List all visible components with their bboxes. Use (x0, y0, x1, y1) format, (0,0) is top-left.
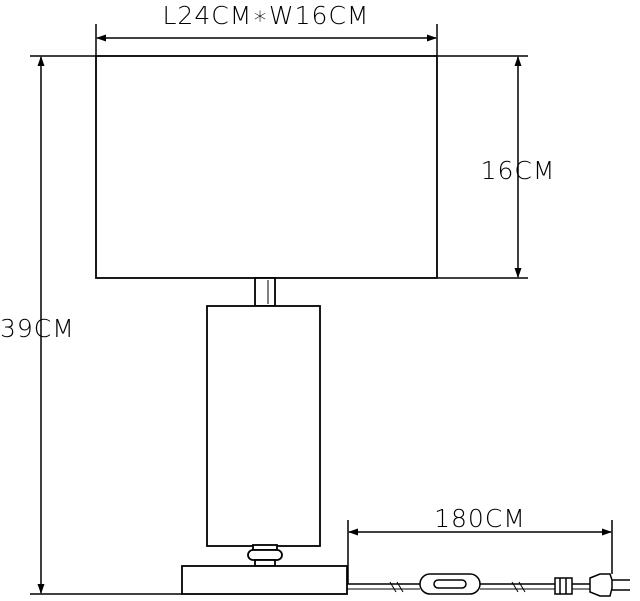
cord-clip (554, 577, 573, 595)
lamp-body (206, 305, 321, 547)
shade-size-label: L24CM∗W16CM (163, 1, 370, 30)
lamp-stem (254, 277, 276, 307)
plug-body (589, 573, 613, 597)
lamp-collar-bottom (254, 559, 276, 567)
lamp-shade (95, 55, 438, 279)
lamp-base (181, 565, 348, 595)
lamp-collar-knob (247, 549, 283, 561)
cord-strain-relief-1 (389, 581, 526, 593)
cord-length-label: 180CM (434, 504, 526, 533)
total-height-label: 39CM (0, 314, 75, 343)
shade-height-label: 16CM (481, 156, 556, 185)
inline-switch-button (433, 579, 467, 589)
